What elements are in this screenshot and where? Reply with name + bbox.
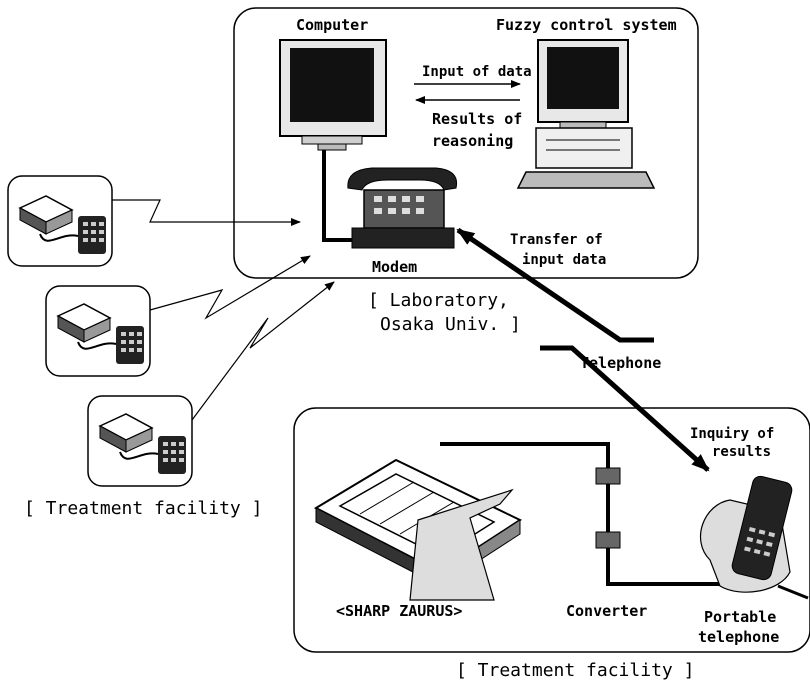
results-label-1: Results of bbox=[432, 110, 522, 128]
hand-with-stylus bbox=[409, 488, 514, 601]
transfer-label-2: input data bbox=[522, 252, 606, 268]
phone-line-2 bbox=[149, 255, 311, 320]
phone-line-1 bbox=[112, 199, 301, 226]
laboratory-box bbox=[233, 7, 699, 279]
transfer-arrow bbox=[456, 227, 654, 343]
converter-label: Converter bbox=[566, 602, 647, 620]
zaurus-label: <SHARP ZAURUS> bbox=[336, 602, 462, 620]
desktop-computer-icon bbox=[516, 39, 656, 189]
treatment-facility-left-label: [ Treatment facility ] bbox=[24, 498, 262, 519]
modem-telephone-icon bbox=[347, 167, 458, 249]
phone-line-3 bbox=[191, 281, 335, 421]
inquiry-label-2: results bbox=[712, 444, 771, 460]
transfer-label-1: Transfer of bbox=[510, 232, 603, 248]
laboratory-label-2: Osaka Univ. ] bbox=[380, 314, 521, 335]
computer-monitor-icon bbox=[279, 39, 387, 151]
computer-label: Computer bbox=[296, 16, 368, 34]
terminal-with-keypad-icon bbox=[45, 285, 151, 377]
fuzzy-system-label: Fuzzy control system bbox=[496, 16, 677, 34]
portable-label-1: Portable bbox=[704, 608, 776, 626]
converter-icon bbox=[595, 467, 621, 549]
input-of-data-label: Input of data bbox=[422, 64, 532, 80]
portable-telephone-icon bbox=[699, 475, 809, 600]
results-label-2: reasoning bbox=[432, 132, 513, 150]
laboratory-label-1: [ Laboratory, bbox=[368, 290, 509, 311]
telephone-label: Telephone bbox=[580, 354, 661, 372]
converter-cable bbox=[440, 442, 732, 586]
treatment-facility-bottom-label: [ Treatment facility ] bbox=[456, 660, 694, 681]
inquiry-label-1: Inquiry of bbox=[690, 426, 774, 442]
treatment-facility-box bbox=[293, 407, 810, 653]
modem-label: Modem bbox=[372, 258, 417, 276]
terminal-with-keypad-icon bbox=[87, 395, 193, 487]
portable-label-2: telephone bbox=[698, 628, 779, 646]
inquiry-arrow bbox=[540, 345, 710, 472]
terminal-with-keypad-icon bbox=[7, 175, 113, 267]
